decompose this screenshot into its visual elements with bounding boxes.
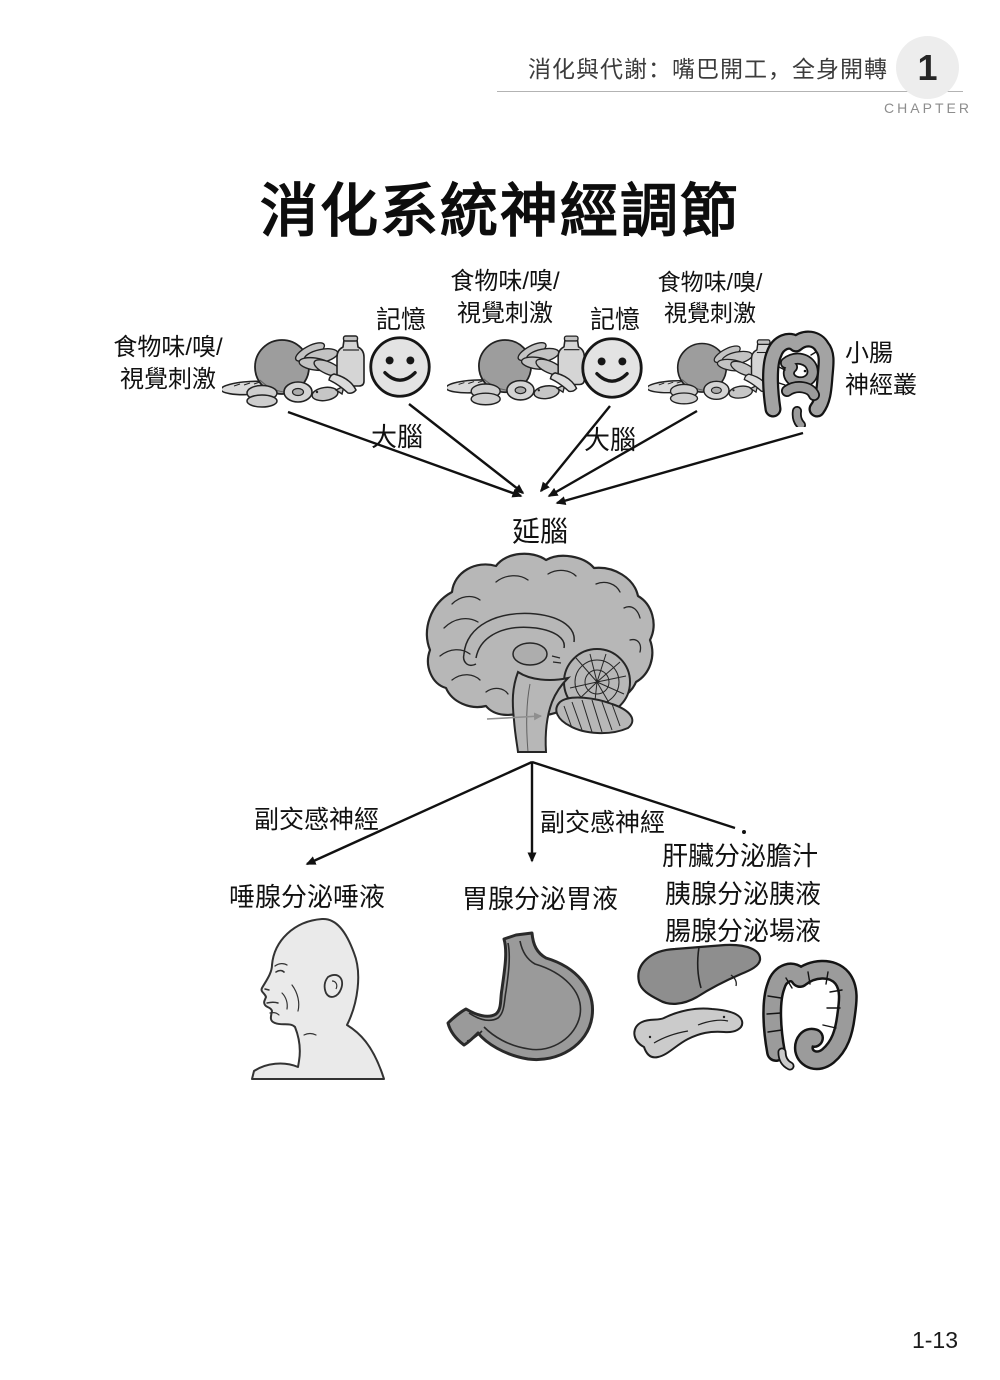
label-enteric-plexus: 小腸 神經叢 xyxy=(845,340,917,399)
page-number: 1-13 xyxy=(911,1327,959,1353)
food-pile-icon xyxy=(648,339,777,405)
small-intestine-icon xyxy=(771,339,827,425)
label-stimulus-right: 食物味/嗅/ 視覺刺激 xyxy=(657,269,763,326)
chapter-word: CHAPTER xyxy=(884,100,972,116)
chapter-title: 消化與代謝：嘴巴開工，全身開轉 xyxy=(528,56,888,82)
label-memory-right: 記憶 xyxy=(589,306,640,334)
label-parasympathetic-middle: 副交感神經 xyxy=(540,809,666,837)
chapter-badge: 1 xyxy=(896,36,959,99)
label-salivary-secretion: 唾腺分泌唾液 xyxy=(229,882,386,912)
chapter-number: 1 xyxy=(917,46,938,88)
label-cerebrum-right: 大腦 xyxy=(584,425,637,455)
stomach-icon xyxy=(446,931,594,1062)
brain-icon xyxy=(425,552,655,753)
smiley-face-icon xyxy=(369,336,431,398)
large-intestine-icon xyxy=(762,959,858,1071)
efferent-arrows xyxy=(305,760,746,866)
medulla-pointer-line xyxy=(486,712,542,721)
food-pile-icon xyxy=(447,335,586,406)
food-pile-icon xyxy=(222,335,365,408)
head-profile-icon xyxy=(251,917,385,1080)
smiley-face-icon xyxy=(581,337,643,399)
label-medulla: 延腦 xyxy=(512,516,569,547)
label-intestinal-secretion: 腸腺分泌場液 xyxy=(665,916,822,946)
page-title: 消化系統神經調節 xyxy=(259,179,740,244)
header-rule xyxy=(497,91,963,92)
label-gastric-secretion: 胃腺分泌胃液 xyxy=(462,884,619,914)
label-pancreas-secretion: 胰腺分泌胰液 xyxy=(665,879,822,909)
label-liver-secretion: 肝臟分泌膽汁 xyxy=(662,841,819,871)
label-memory-left: 記憶 xyxy=(375,306,426,334)
afferent-arrows xyxy=(287,403,804,506)
pancreas-icon xyxy=(633,1007,744,1059)
liver-icon xyxy=(637,943,762,1005)
label-stimulus-middle: 食物味/嗅/ 視覺刺激 xyxy=(450,268,560,327)
label-stimulus-left: 食物味/嗅/ 視覺刺激 xyxy=(113,334,223,393)
label-parasympathetic-left: 副交感神經 xyxy=(254,806,380,834)
label-cerebrum-left: 大腦 xyxy=(371,422,424,452)
